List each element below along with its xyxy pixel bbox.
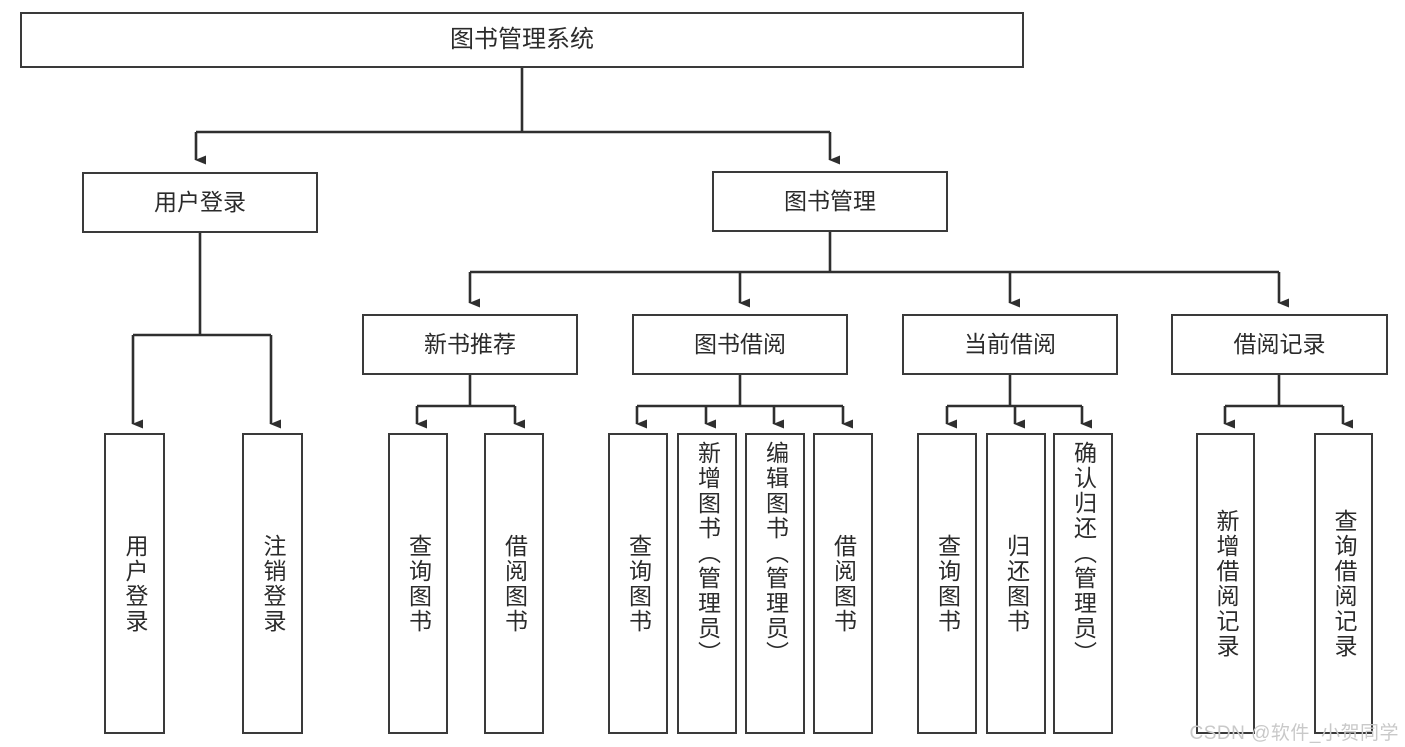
node-label: 编辑图书（管理员） [762,441,789,666]
leaf-query-book-borrow[interactable]: 查询图书 [608,433,668,734]
leaf-query-book-current[interactable]: 查询图书 [917,433,977,734]
node-label: 查询图书 [405,533,432,634]
node-label: 图书管理 [784,187,876,214]
node-label: 查询图书 [625,533,652,634]
leaf-edit-book-admin[interactable]: 编辑图书（管理员） [745,433,805,734]
node-label: 用户登录 [122,533,148,634]
leaf-add-borrow-record[interactable]: 新增借阅记录 [1196,433,1255,734]
node-label: 图书管理系统 [450,25,594,53]
node-label: 图书借阅 [694,330,786,357]
node-label: 新增图书（管理员） [694,441,721,666]
leaf-borrow-book[interactable]: 借阅图书 [813,433,873,734]
node-label: 新增借阅记录 [1213,508,1239,659]
node-current-borrow[interactable]: 当前借阅 [902,314,1118,375]
node-user-login[interactable]: 用户登录 [82,172,318,233]
node-book-borrow[interactable]: 图书借阅 [632,314,848,375]
node-root-book-management-system[interactable]: 图书管理系统 [20,12,1024,68]
node-label: 查询借阅记录 [1331,508,1357,659]
leaf-user-login[interactable]: 用户登录 [104,433,165,734]
leaf-add-book-admin[interactable]: 新增图书（管理员） [677,433,737,734]
node-book-management[interactable]: 图书管理 [712,171,948,232]
node-label: 当前借阅 [964,330,1056,357]
leaf-confirm-return-admin[interactable]: 确认归还（管理员） [1053,433,1113,734]
node-label: 新书推荐 [424,330,516,357]
leaf-borrow-book-recommend[interactable]: 借阅图书 [484,433,544,734]
node-label: 查询图书 [934,533,961,634]
watermark: CSDN @软件_小贺同学 [1189,723,1399,744]
node-label: 借阅图书 [501,533,528,634]
leaf-query-borrow-record[interactable]: 查询借阅记录 [1314,433,1373,734]
node-label: 归还图书 [1003,533,1030,634]
node-label: 注销登录 [260,533,286,634]
leaf-query-book-recommend[interactable]: 查询图书 [388,433,448,734]
node-new-book-recommend[interactable]: 新书推荐 [362,314,578,375]
node-borrow-record[interactable]: 借阅记录 [1171,314,1388,375]
leaf-logout[interactable]: 注销登录 [242,433,303,734]
leaf-return-book[interactable]: 归还图书 [986,433,1046,734]
node-label: 借阅图书 [830,533,857,634]
node-label: 确认归还（管理员） [1070,441,1097,666]
node-label: 借阅记录 [1233,330,1326,357]
node-label: 用户登录 [154,188,246,215]
